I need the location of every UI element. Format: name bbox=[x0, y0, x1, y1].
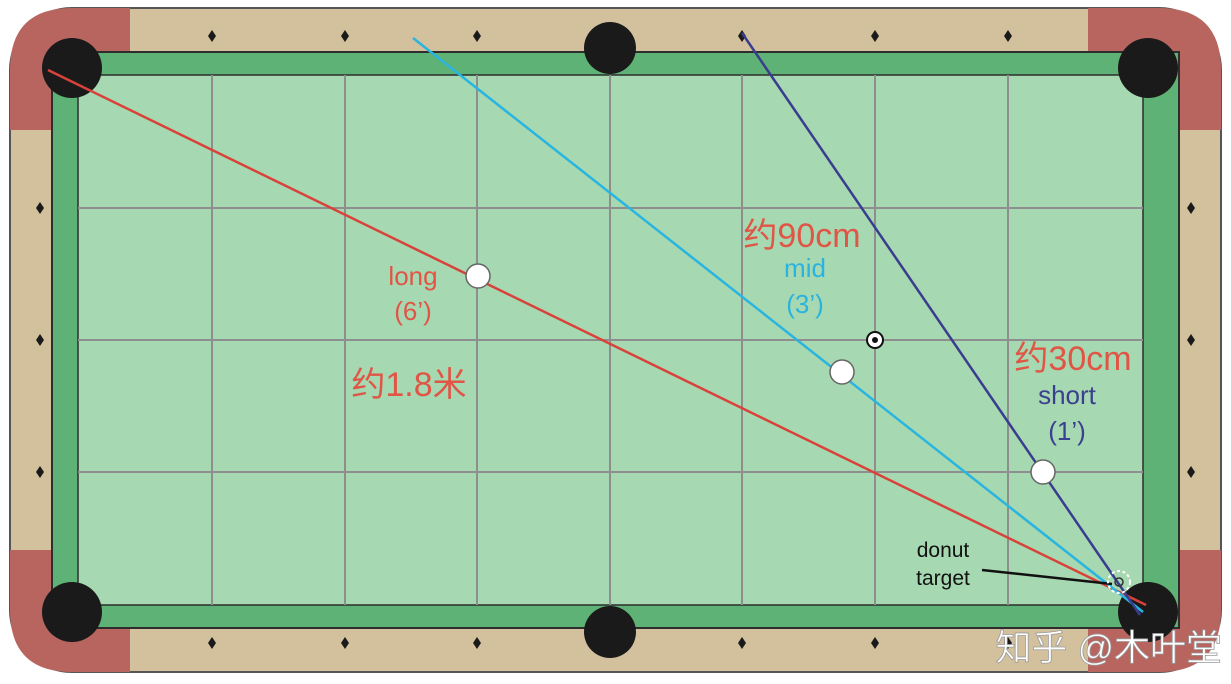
donut-target-icon bbox=[1107, 570, 1131, 594]
diamond-icon bbox=[36, 466, 44, 478]
corner-top-right bbox=[1088, 8, 1221, 130]
diamond-icon bbox=[208, 637, 216, 649]
diamond-icon bbox=[36, 334, 44, 346]
pocket-icon bbox=[1118, 582, 1178, 642]
rail-diamonds bbox=[36, 30, 1195, 649]
cue-ball-mid bbox=[829, 359, 855, 385]
long-feet-label: (6’) bbox=[394, 296, 432, 326]
long-label: long bbox=[388, 261, 437, 291]
diamond-icon bbox=[341, 30, 349, 42]
cue-ball-long bbox=[465, 263, 491, 289]
diamond-icon bbox=[473, 637, 481, 649]
diamond-icon bbox=[1004, 637, 1012, 649]
corner-top-left bbox=[10, 8, 130, 130]
diamond-icon bbox=[473, 30, 481, 42]
mid-feet-label: (3’) bbox=[786, 289, 824, 319]
pocket-icon bbox=[42, 582, 102, 642]
donut-label-line2: target bbox=[916, 567, 970, 590]
corner-bottom-right bbox=[1088, 550, 1221, 672]
short-metric-label: 约30cm bbox=[1014, 340, 1131, 378]
mid-label: mid bbox=[784, 253, 826, 283]
mid-shot-line bbox=[412, 37, 1144, 613]
pocket-icon bbox=[584, 22, 636, 74]
watermark: 知乎 @木叶堂 bbox=[995, 627, 1222, 668]
mid-metric-label: 约90cm bbox=[743, 217, 860, 255]
pocket-icon bbox=[42, 38, 102, 98]
diamond-icon bbox=[738, 30, 746, 42]
diamond-icon bbox=[1004, 30, 1012, 42]
diamond-grid bbox=[78, 75, 1143, 605]
cue-ball-short bbox=[1030, 459, 1056, 485]
donut-pointer-line bbox=[981, 568, 1113, 586]
diamond-icon bbox=[341, 637, 349, 649]
short-shot-line bbox=[740, 32, 1142, 616]
pocket-icon bbox=[584, 606, 636, 658]
spot-icon bbox=[866, 331, 884, 349]
donut-label-line1: donut bbox=[917, 539, 970, 562]
diamond-icon bbox=[1187, 334, 1195, 346]
pockets bbox=[42, 22, 1178, 658]
long-metric-label: 约1.8米 bbox=[351, 366, 466, 404]
short-feet-label: (1’) bbox=[1048, 416, 1086, 446]
diamond-icon bbox=[738, 637, 746, 649]
corner-bottom-left bbox=[10, 550, 130, 672]
diamond-icon bbox=[871, 637, 879, 649]
diamond-icon bbox=[1187, 202, 1195, 214]
diamond-icon bbox=[208, 30, 216, 42]
corner-accents bbox=[10, 8, 1221, 672]
pocket-icon bbox=[1118, 38, 1178, 98]
diamond-icon bbox=[36, 202, 44, 214]
diamond-icon bbox=[871, 30, 879, 42]
short-label: short bbox=[1038, 380, 1097, 410]
diamond-icon bbox=[1187, 466, 1195, 478]
long-shot-line bbox=[47, 68, 1147, 607]
